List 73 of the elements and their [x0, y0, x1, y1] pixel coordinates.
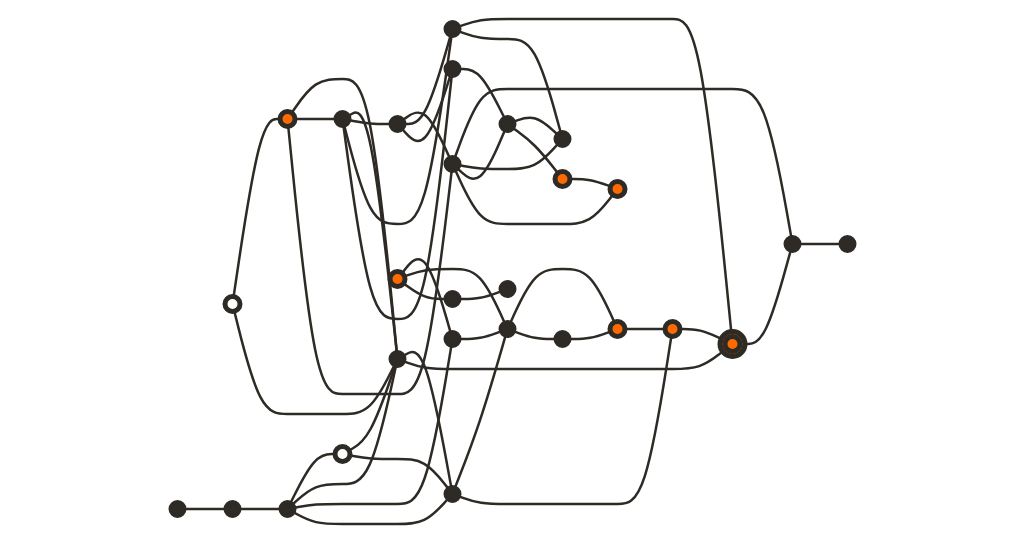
connector	[289, 452, 335, 503]
connector	[513, 116, 558, 135]
connector	[459, 290, 501, 301]
node-circle	[222, 294, 242, 314]
node-circle	[783, 235, 801, 253]
connector	[459, 67, 505, 118]
connector	[402, 111, 450, 158]
connector	[348, 365, 396, 452]
connector	[348, 111, 398, 352]
node-circle	[443, 60, 461, 78]
node-circle	[277, 109, 297, 129]
node-circle	[443, 485, 461, 503]
connector	[401, 75, 451, 143]
connector	[341, 76, 453, 321]
connector	[402, 282, 445, 301]
connector	[456, 130, 506, 180]
connector	[569, 330, 611, 341]
connector	[569, 177, 611, 188]
connector	[291, 366, 397, 505]
node-circle	[607, 179, 627, 199]
node-circle	[662, 319, 682, 339]
connector	[459, 143, 558, 171]
connector	[513, 330, 555, 341]
connector	[453, 87, 792, 237]
connector	[512, 127, 559, 174]
node-circle	[607, 319, 627, 339]
node-circle	[278, 500, 296, 518]
node-circle	[717, 329, 747, 359]
connector	[342, 36, 453, 226]
connector	[286, 126, 453, 396]
connector	[184, 507, 225, 511]
connector	[400, 258, 452, 333]
connector	[624, 327, 665, 331]
connector	[453, 335, 507, 488]
connector	[454, 170, 614, 226]
node-circle	[443, 20, 461, 38]
connector	[509, 267, 615, 323]
connector	[679, 327, 722, 340]
connector	[294, 346, 452, 509]
connector	[349, 454, 449, 489]
node-circle	[333, 110, 351, 128]
node-circle	[332, 444, 352, 464]
connector	[403, 267, 505, 323]
connector	[349, 119, 390, 126]
connector	[404, 35, 452, 126]
node-circle	[388, 115, 406, 133]
node-circle	[168, 500, 186, 518]
node-circle	[498, 320, 516, 338]
node-circle	[553, 330, 571, 348]
connector	[458, 17, 732, 332]
node-circle	[223, 500, 241, 518]
node-circle	[498, 280, 516, 298]
connector	[799, 242, 840, 246]
node-circle	[387, 269, 407, 289]
connector	[403, 350, 452, 487]
node-circle	[443, 330, 461, 348]
node-circle	[552, 169, 572, 189]
node-circle	[443, 155, 461, 173]
connector	[293, 498, 448, 526]
node-circle	[443, 290, 461, 308]
node-circle	[553, 130, 571, 148]
node-circle	[838, 235, 856, 253]
connector	[231, 117, 280, 297]
connector	[232, 310, 395, 416]
node-circle	[498, 115, 516, 133]
connector	[239, 507, 280, 511]
connector	[459, 330, 501, 341]
node-circle	[388, 350, 406, 368]
connector	[458, 30, 562, 133]
connector	[290, 77, 398, 352]
connector	[403, 350, 723, 371]
connector	[294, 117, 335, 121]
connector	[458, 336, 673, 506]
